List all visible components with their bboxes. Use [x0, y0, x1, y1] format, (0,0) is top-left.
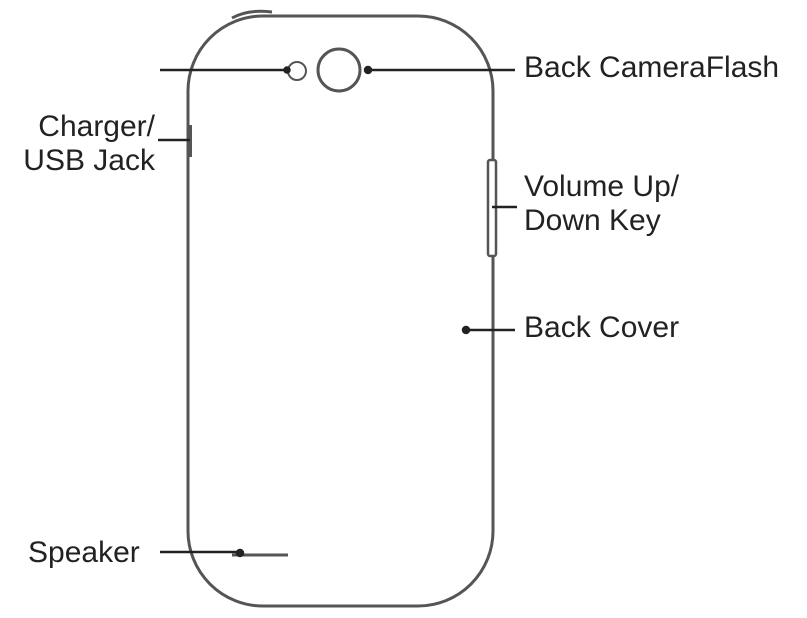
label-charger-line1: Charger/	[38, 110, 155, 143]
leader-back-cover-dot	[461, 325, 471, 335]
label-volume-line2: Down Key	[524, 204, 661, 237]
label-back-cover: Back Cover	[524, 311, 679, 345]
label-back-camera-flash: Back CameraFlash	[524, 51, 779, 85]
label-back-camera-flash-text: Back CameraFlash	[524, 51, 780, 84]
label-back-cover-text: Back Cover	[524, 311, 680, 344]
phone-body-outline	[186, 14, 495, 608]
flash-icon	[287, 61, 307, 81]
label-charger-line2: USB Jack	[23, 144, 155, 177]
label-volume-key: Volume Up/ Down Key	[524, 170, 679, 238]
leader-flash-dot	[283, 66, 291, 74]
label-charger-usb-jack: Charger/ USB Jack	[10, 110, 155, 178]
leader-speaker-dot	[235, 548, 245, 558]
label-volume-line1: Volume Up/	[524, 170, 680, 203]
label-speaker: Speaker	[28, 536, 140, 570]
leader-lines	[158, 65, 517, 558]
leader-camera-dot	[363, 65, 373, 75]
camera-lens-icon	[316, 47, 362, 93]
label-speaker-text: Speaker	[28, 536, 140, 569]
power-key	[231, 9, 273, 20]
